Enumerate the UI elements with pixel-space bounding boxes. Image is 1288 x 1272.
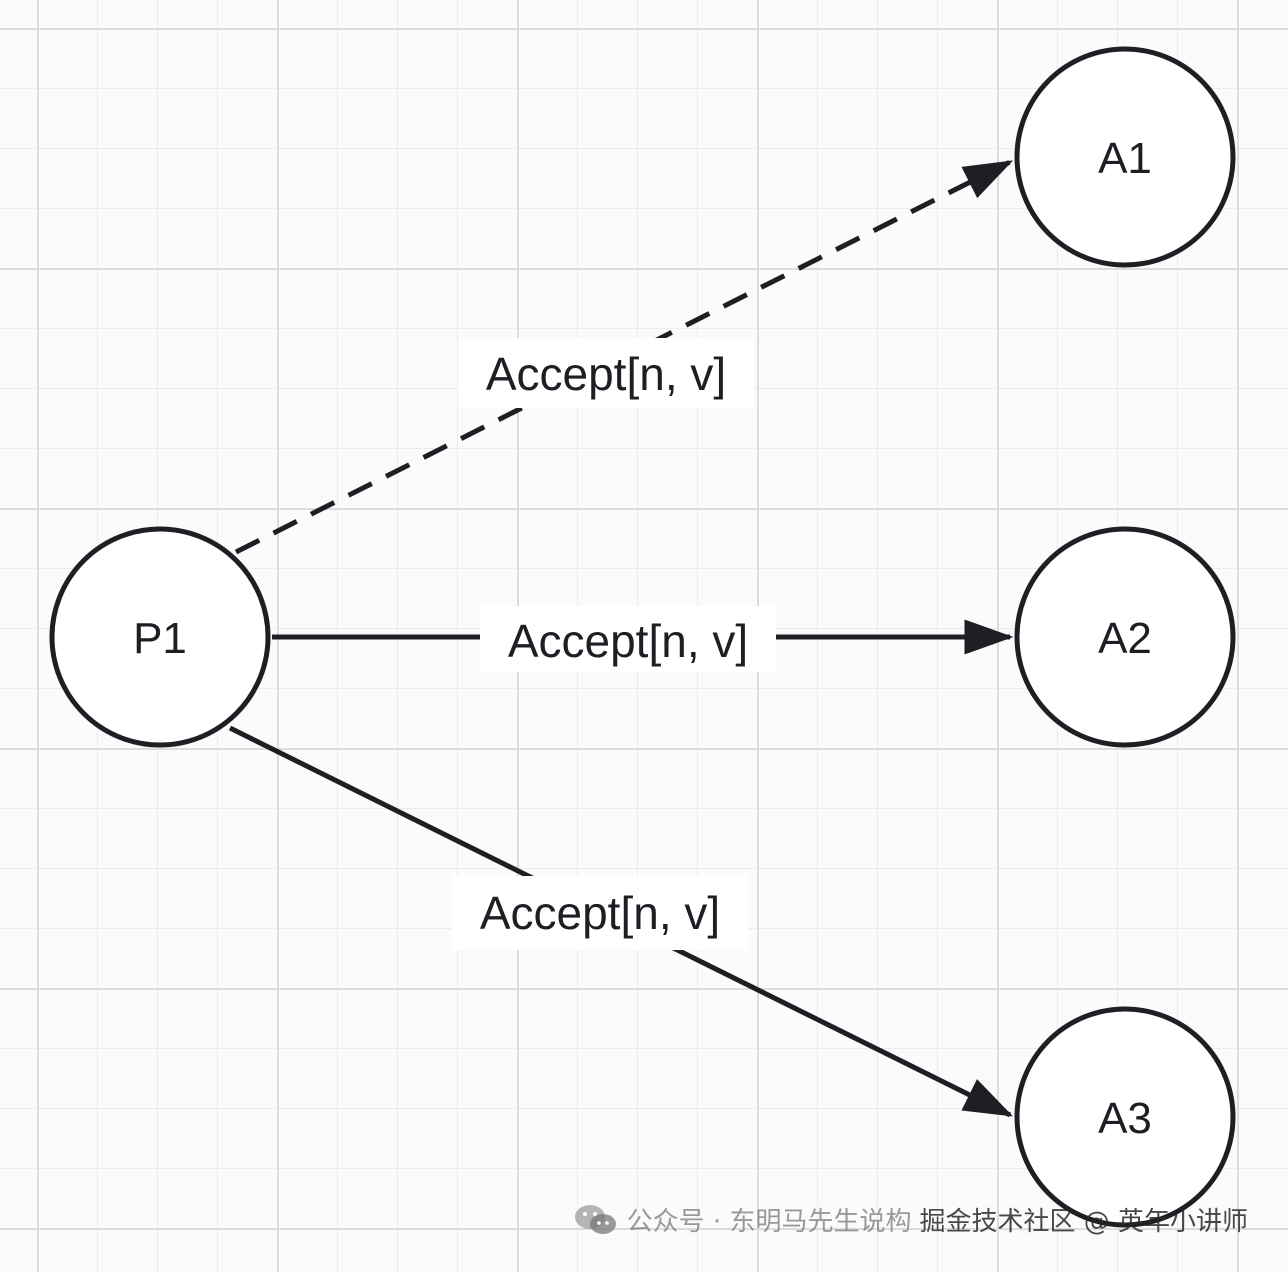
wechat-icon bbox=[573, 1202, 619, 1238]
node-p1-circle bbox=[49, 526, 271, 748]
watermark: 公众号 · 东明马先生说构 掘金技术社区 @ 英年小讲师 bbox=[573, 1201, 1248, 1238]
watermark-text: 掘金技术社区 @ 英年小讲师 bbox=[919, 1207, 1248, 1237]
node-a3-label: A3 bbox=[1098, 1094, 1152, 1143]
edge-p1-a2: Accept[n, v] bbox=[272, 606, 1014, 672]
node-p1-label: P1 bbox=[133, 614, 187, 663]
node-a2-circle bbox=[1014, 526, 1236, 748]
edge-label-bg-p1-a1 bbox=[458, 338, 754, 408]
node-a1: A1 bbox=[1014, 46, 1236, 268]
edge-label-p1-a2: Accept[n, v] bbox=[508, 615, 748, 667]
node-a1-circle bbox=[1014, 46, 1236, 268]
node-a2-label: A2 bbox=[1098, 614, 1152, 663]
node-a3-circle bbox=[1014, 1006, 1236, 1228]
edge-label-p1-a1: Accept[n, v] bbox=[486, 348, 726, 400]
edge-label-p1-a3: Accept[n, v] bbox=[480, 887, 720, 939]
node-a2: A2 bbox=[1014, 526, 1236, 748]
node-a1-label: A1 bbox=[1098, 134, 1152, 183]
edge-label-bg-p1-a3 bbox=[452, 876, 748, 950]
node-p1: P1 bbox=[49, 526, 271, 748]
node-a3: A3 bbox=[1014, 1006, 1236, 1228]
edge-p1-a1: Accept[n, v] bbox=[234, 159, 1014, 555]
edge-label-bg-p1-a2 bbox=[480, 606, 776, 672]
watermark-prefix: 公众号 · 东明马先生说构 bbox=[626, 1207, 912, 1237]
edge-p1-a3: Accept[n, v] bbox=[228, 725, 1014, 1118]
